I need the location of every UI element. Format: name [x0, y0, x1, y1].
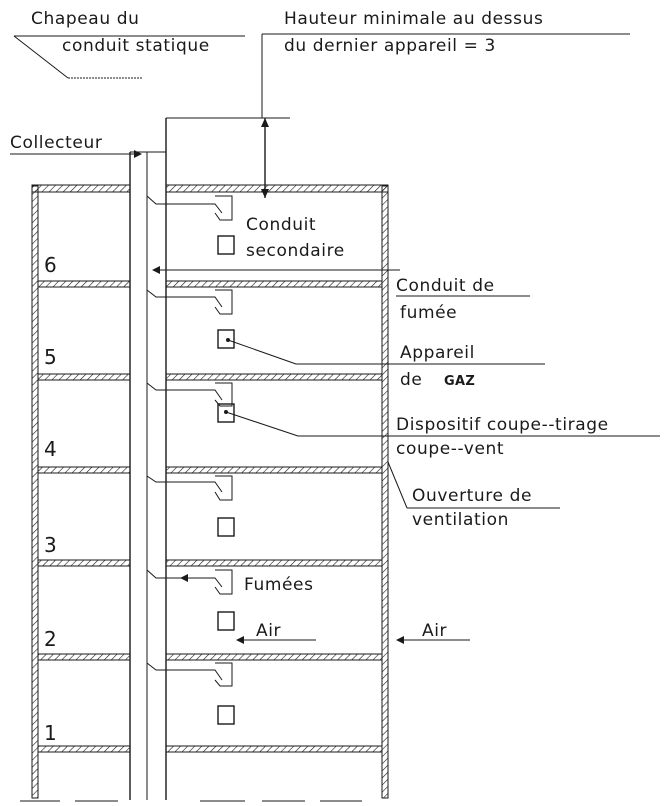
floor-slab-4 — [37, 466, 383, 474]
floor-slab-6 — [37, 280, 383, 288]
floor-number-2: 2 — [44, 627, 57, 651]
floor-slab-2 — [37, 653, 383, 661]
label-chapeau-line1: Chapeau du — [31, 9, 139, 29]
label-hauteur: Hauteur minimale au dessus du dernier ap… — [262, 9, 630, 56]
floor-slab-1 — [37, 745, 383, 753]
label-conduit-secondaire: Conduit secondaire — [246, 215, 345, 261]
floor-slab-5 — [37, 373, 383, 381]
label-conduit-secondaire-line1: Conduit — [246, 215, 316, 235]
floor-numbers: 6 5 4 3 2 1 — [44, 253, 57, 745]
appliance-floor-5 — [146, 289, 235, 349]
label-conduit-fumee: Conduit de fumée — [152, 266, 530, 323]
right-wall — [381, 185, 389, 799]
appliance-floor-4 — [146, 382, 235, 423]
floor-number-4: 4 — [44, 437, 57, 461]
appliance-floor-6 — [146, 195, 235, 255]
label-dispositif: Dispositif coupe--tirage coupe--vent — [224, 410, 660, 459]
floor-slabs — [37, 280, 383, 753]
label-appareil-gaz: GAZ — [444, 374, 475, 389]
label-hauteur-line2: du dernier appareil = 3 — [284, 36, 496, 56]
label-dispositif-line1: Dispositif coupe--tirage — [396, 415, 609, 435]
collecteur-duct — [129, 118, 167, 800]
building-walls — [31, 184, 389, 799]
roof-slab-right — [165, 184, 389, 193]
label-appareil-line1: Appareil — [400, 343, 475, 363]
appliance-floor-3 — [146, 475, 235, 537]
label-air-inner: Air — [236, 621, 316, 644]
appliance-floor-2 — [146, 569, 235, 631]
label-ouverture-line1: Ouverture de — [412, 486, 532, 506]
label-hauteur-line1: Hauteur minimale au dessus — [284, 9, 543, 29]
label-fumees-text: Fumées — [244, 575, 314, 595]
label-collecteur: Collecteur — [10, 133, 142, 158]
label-appareil: Appareil de GAZ — [226, 338, 545, 390]
label-ouverture-line2: ventilation — [412, 510, 509, 530]
label-chapeau: Chapeau du conduit statique — [13, 9, 245, 79]
floor-number-1: 1 — [44, 721, 57, 745]
label-air-inner-text: Air — [256, 621, 281, 641]
label-dispositif-line2: coupe--vent — [396, 439, 504, 459]
appliances — [146, 195, 235, 725]
roof-slab-left — [31, 184, 131, 193]
label-fumees: Fumées — [244, 575, 314, 595]
floor-number-5: 5 — [44, 345, 57, 369]
floor-slab-3 — [37, 559, 383, 567]
left-wall — [31, 185, 39, 799]
label-appareil-line2: de — [400, 370, 422, 390]
label-air-outer: Air — [396, 621, 470, 644]
label-conduit-secondaire-line2: secondaire — [246, 241, 345, 261]
height-dimension — [166, 34, 290, 198]
label-conduit-fumee-line2: fumée — [400, 303, 457, 323]
appliance-floor-1 — [146, 662, 235, 725]
label-collecteur-text: Collecteur — [10, 133, 102, 153]
floor-number-6: 6 — [44, 253, 57, 277]
label-air-outer-text: Air — [422, 621, 447, 641]
label-chapeau-line2: conduit statique — [62, 36, 210, 56]
label-conduit-fumee-line1: Conduit de — [396, 276, 495, 296]
floor-number-3: 3 — [44, 533, 57, 557]
label-ouverture: Ouverture de ventilation — [387, 461, 560, 530]
